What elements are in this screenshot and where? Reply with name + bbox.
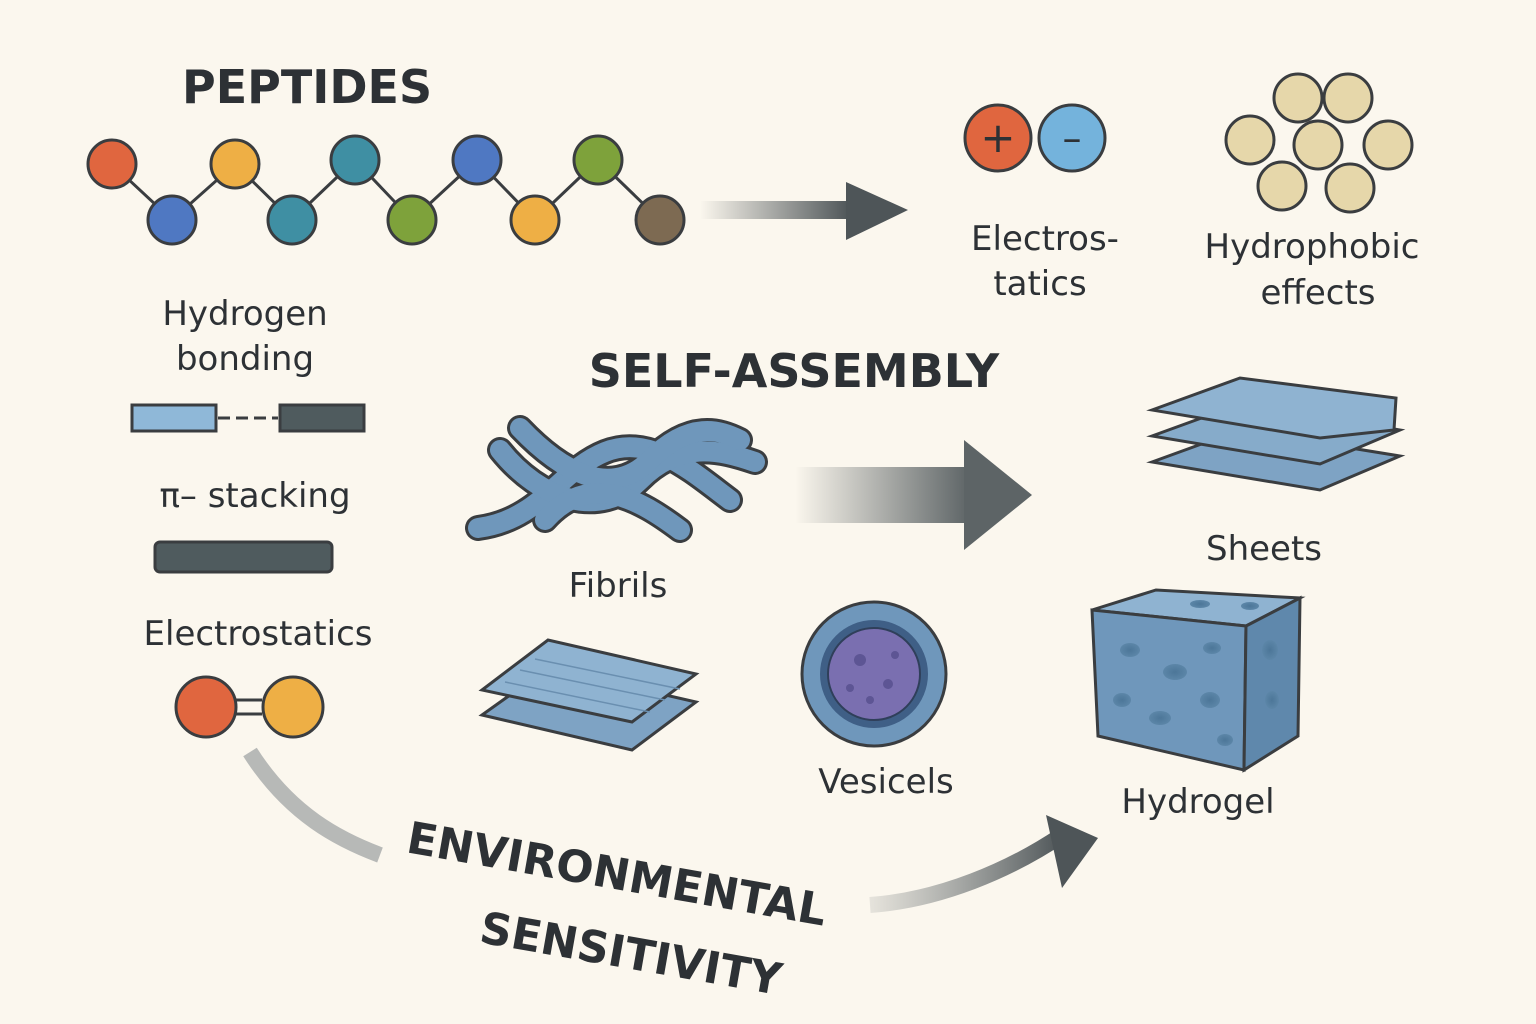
electrostatics-top-line2: tatics [993, 264, 1086, 304]
arrow-to-sheets [795, 440, 1032, 550]
pi-stacking-label: π– stacking [159, 476, 350, 516]
hydrogel-icon [1090, 588, 1306, 773]
sheets-label: Sheets [1206, 529, 1322, 569]
hydrophobic-cluster-icon [1224, 72, 1414, 214]
self-assembly-title: SELF-ASSEMBLY [589, 344, 1000, 398]
minus-icon: – [1063, 116, 1082, 160]
hydrophobic-line1: Hydrophobic [1205, 227, 1420, 267]
electrostatic-pair-icon [174, 675, 325, 739]
charge-pair: + – [963, 103, 1107, 173]
plus-icon: + [980, 113, 1015, 162]
hydrogel-label: Hydrogel [1121, 782, 1274, 822]
peptide-chain [86, 134, 686, 246]
electrostatics-top-line1: Electros- [971, 219, 1119, 259]
hbond-line1: Hydrogen [162, 294, 327, 334]
stacked-sheets-icon [1146, 376, 1406, 492]
pi-stacking-icon [153, 540, 334, 574]
hydrophobic-line2: effects [1261, 273, 1376, 313]
environmental-arc-arrow [243, 747, 1098, 913]
hbond-line2: bonding [176, 339, 314, 379]
arrow-to-interactions [700, 182, 908, 240]
electrostatics-left-label: Electrostatics [144, 614, 373, 654]
flat-sheets-icon [478, 638, 700, 752]
vesicels-label: Vesicels [818, 762, 953, 802]
hydrogen-bond-icon [130, 403, 366, 433]
peptides-title: PEPTIDES [182, 60, 432, 114]
environmental-title-line1: ENVIRONMENTAL [403, 813, 830, 937]
fibrils-label: Fibrils [569, 566, 668, 606]
fibrils-icon [465, 415, 768, 543]
vesicle-icon [800, 600, 948, 748]
